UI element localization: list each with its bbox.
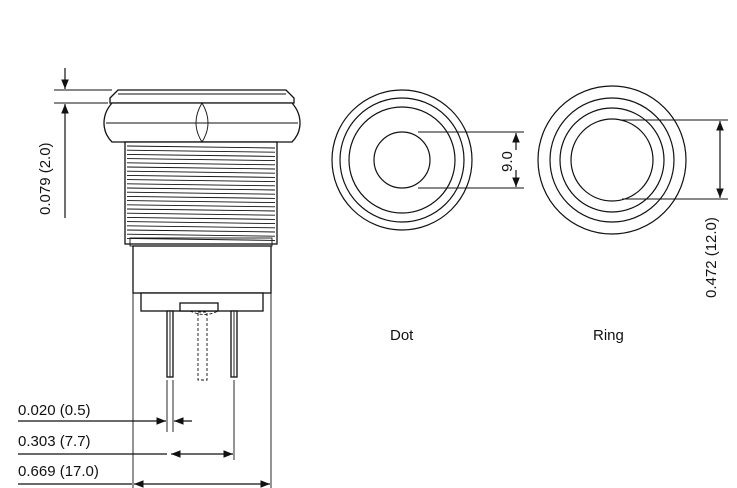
- thread-line: [126, 153, 276, 157]
- thread-line: [126, 204, 276, 208]
- dimension-pin-thickness: 0.020 (0.5): [18, 380, 192, 432]
- terminal-pins: [166, 310, 238, 381]
- thread-line: [126, 145, 276, 149]
- thread-line: [126, 212, 276, 216]
- bezel-height-label: 0.079 (2.0): [37, 142, 54, 215]
- thread-line: [126, 200, 276, 204]
- thread-line: [126, 233, 276, 237]
- thread-line: [126, 179, 276, 183]
- dot-view-label: Dot: [390, 327, 414, 344]
- dot-diameter-label: 9.0: [499, 151, 516, 172]
- thread-line: [126, 237, 276, 241]
- thread-line: [126, 195, 276, 199]
- thread-line: [126, 149, 276, 153]
- thread-line: [126, 216, 276, 220]
- pin-spacing-label: 0.303 (7.7): [18, 433, 91, 450]
- lower-housing: [132, 245, 272, 294]
- pin-thickness-label: 0.020 (0.5): [18, 402, 91, 419]
- thread-line: [126, 162, 276, 166]
- thread-line: [126, 158, 276, 162]
- dimension-bezel-height: 0.079 (2.0): [37, 68, 112, 218]
- side-view: 0.079 (2.0) 0.020 (0.5) 0.303 (7.7) 0.66…: [18, 68, 301, 488]
- dot-front-view: 9.0 Dot: [331, 89, 524, 344]
- thread-line: [126, 221, 276, 225]
- body-diameter-label: 0.669 (17.0): [18, 463, 99, 480]
- dot-lens: [373, 131, 431, 189]
- thread-line: [126, 229, 276, 233]
- thread-line: [126, 191, 276, 195]
- thread-line: [126, 225, 276, 229]
- bezel-cap: [109, 89, 295, 104]
- thread-line: [126, 170, 276, 174]
- thread-line: [126, 174, 276, 178]
- thread-line: [126, 183, 276, 187]
- ring-diameter-label: 0.472 (12.0): [703, 217, 720, 298]
- thread-line: [126, 166, 276, 170]
- hex-nut: [103, 102, 301, 143]
- ring-view-label: Ring: [593, 327, 624, 344]
- dimension-body-diameter: 0.669 (17.0): [18, 293, 272, 488]
- dimension-pin-spacing: 0.303 (7.7): [18, 380, 235, 460]
- thread-line: [126, 208, 276, 212]
- ring-lens: [570, 118, 654, 202]
- shaft-threads: [126, 145, 276, 241]
- ring-front-view: 0.472 (12.0) Ring: [537, 85, 728, 344]
- thread-line: [126, 187, 276, 191]
